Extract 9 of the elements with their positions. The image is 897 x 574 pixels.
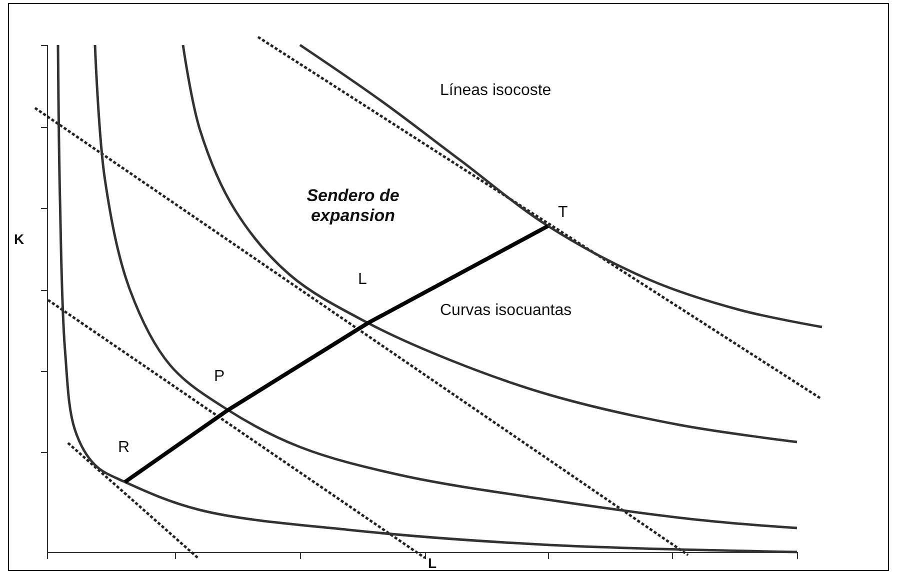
axis-label: K bbox=[14, 231, 24, 248]
point-label: R bbox=[118, 438, 130, 458]
point-label: L bbox=[358, 270, 367, 290]
curve-label: Líneas isocoste bbox=[440, 81, 552, 100]
point-label: P bbox=[214, 367, 225, 386]
axis-label: L bbox=[428, 555, 437, 572]
point-label: T bbox=[558, 203, 568, 222]
path-label: Sendero de expansion bbox=[306, 186, 400, 227]
curve-label: Curvas isocuantas bbox=[440, 301, 572, 320]
